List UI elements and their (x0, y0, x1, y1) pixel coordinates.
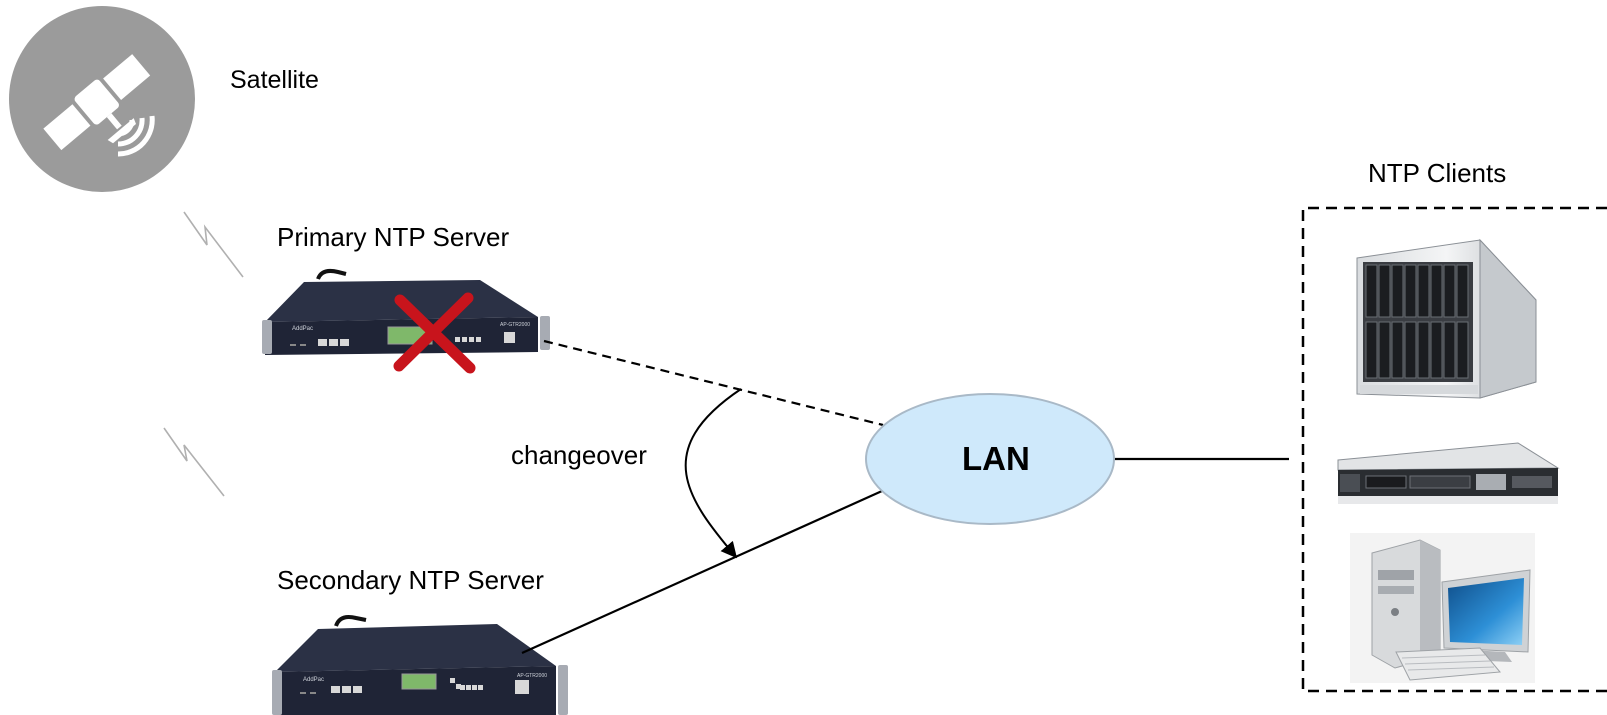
svg-text:AddPac: AddPac (303, 677, 324, 683)
primary-server-label: Primary NTP Server (277, 222, 510, 252)
x-mark-icon (393, 292, 476, 374)
lan-ellipse (865, 393, 1115, 525)
svg-text:AddPac: AddPac (292, 326, 313, 332)
signal-squiggle-secondary (163, 427, 225, 497)
signal-squiggle-primary (183, 211, 244, 278)
desktop-computer-icon (1350, 533, 1535, 683)
ntp-clients-label: NTP Clients (1368, 158, 1507, 188)
blade-server-icon (1356, 238, 1537, 399)
clients-dashed-box (1301, 206, 1607, 693)
changeover-label: changeover (511, 440, 647, 470)
rack-server-icon (1337, 442, 1560, 504)
svg-text:AP-GTR2000: AP-GTR2000 (517, 673, 547, 679)
secondary-server-device: AddPac AP-GTR2000 (272, 615, 568, 715)
satellite-label: Satellite (230, 66, 319, 94)
changeover-arrow (684, 388, 742, 559)
secondary-solid-link (521, 489, 883, 655)
svg-text:AP-GTR2000: AP-GTR2000 (500, 322, 530, 328)
secondary-server-label: Secondary NTP Server (277, 565, 544, 595)
primary-dashed-link (543, 339, 884, 427)
satellite-icon (9, 6, 195, 192)
lan-label: LAN (962, 440, 1030, 477)
